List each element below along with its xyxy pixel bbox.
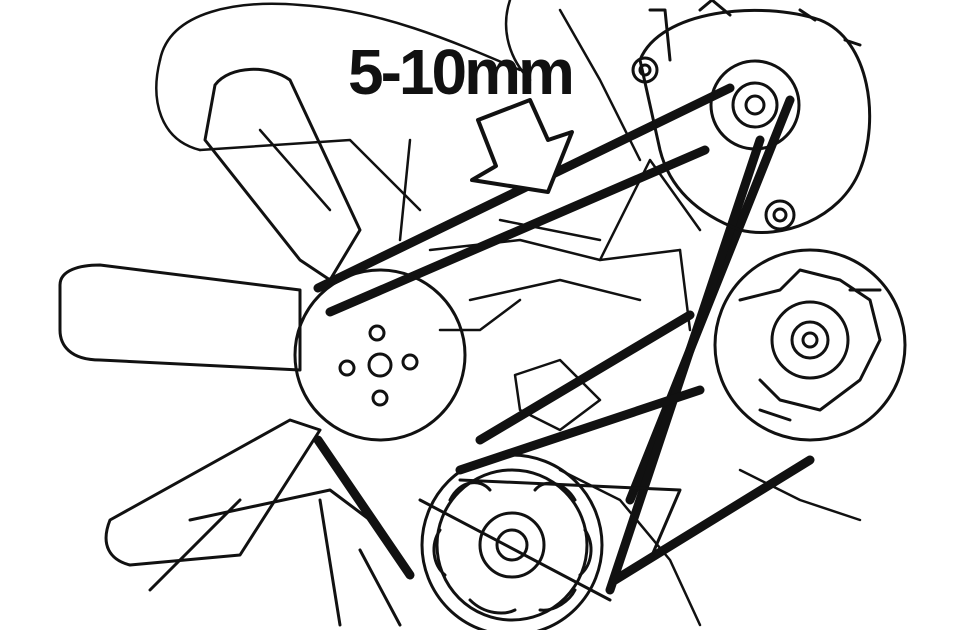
alternator [631, 0, 872, 234]
fan-blades [58, 67, 402, 627]
adjuster-bolt [631, 56, 659, 84]
deflection-arrow [470, 98, 574, 194]
pivot-bolt [764, 199, 796, 231]
steering-pump [713, 248, 907, 442]
alternator-pulley [709, 59, 801, 151]
belt-deflection-label: 5-10mm [348, 36, 575, 108]
crankshaft-pulley [418, 453, 682, 630]
fan-pulley [293, 268, 467, 442]
